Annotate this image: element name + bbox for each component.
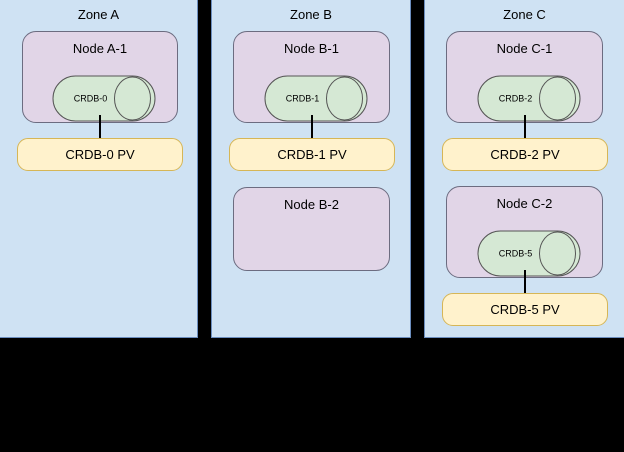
zone-title-b: Zone B bbox=[290, 7, 332, 22]
connector-crdb-2-to-pv bbox=[524, 115, 526, 140]
pv-label-crdb-1: CRDB-1 PV bbox=[277, 146, 347, 162]
pv-label-crdb-2: CRDB-2 PV bbox=[490, 146, 560, 162]
pv-box-crdb-5: CRDB-5 PV bbox=[442, 293, 608, 326]
node-label-b-1: Node B-1 bbox=[284, 41, 339, 56]
cylinder-icon bbox=[52, 75, 156, 122]
pv-box-crdb-2: CRDB-2 PV bbox=[442, 138, 608, 171]
zone-container-c: Zone C Node C-1 CRDB-2 CRDB-2 PV Node C-… bbox=[424, 0, 624, 338]
pod-cylinder-crdb-5: CRDB-5 bbox=[477, 230, 581, 277]
pod-cylinder-crdb-1: CRDB-1 bbox=[264, 75, 368, 122]
pv-label-crdb-5: CRDB-5 PV bbox=[490, 301, 560, 317]
pv-box-crdb-0: CRDB-0 PV bbox=[17, 138, 183, 171]
pod-cylinder-crdb-2: CRDB-2 bbox=[477, 75, 581, 122]
node-box-c-1: Node C-1 CRDB-2 bbox=[446, 31, 603, 123]
cylinder-icon bbox=[477, 75, 581, 122]
pod-cylinder-crdb-0: CRDB-0 bbox=[52, 75, 156, 122]
node-box-b-2: Node B-2 bbox=[233, 187, 390, 271]
connector-crdb-0-to-pv bbox=[99, 115, 101, 140]
node-box-b-1: Node B-1 CRDB-1 bbox=[233, 31, 390, 123]
node-label-b-2: Node B-2 bbox=[284, 197, 339, 212]
connector-crdb-1-to-pv bbox=[311, 115, 313, 140]
zone-title-a: Zone A bbox=[77, 7, 120, 22]
node-box-a-1: Node A-1 CRDB-0 bbox=[22, 31, 178, 123]
cylinder-icon bbox=[477, 230, 581, 277]
node-box-c-2: Node C-2 CRDB-5 bbox=[446, 186, 603, 278]
cylinder-icon bbox=[264, 75, 368, 122]
zone-container-b: Zone B Node B-1 CRDB-1 CRDB-1 PV Node B-… bbox=[211, 0, 411, 338]
zone-title-c: Zone C bbox=[503, 7, 546, 22]
pv-label-crdb-0: CRDB-0 PV bbox=[65, 146, 135, 162]
zone-container-a: Zone A Node A-1 CRDB-0 CRDB-0 PV bbox=[0, 0, 198, 338]
node-label-c-1: Node C-1 bbox=[496, 41, 553, 56]
pv-box-crdb-1: CRDB-1 PV bbox=[229, 138, 395, 171]
node-label-a-1: Node A-1 bbox=[72, 41, 128, 56]
connector-crdb-5-to-pv bbox=[524, 270, 526, 295]
node-label-c-2: Node C-2 bbox=[496, 196, 553, 211]
